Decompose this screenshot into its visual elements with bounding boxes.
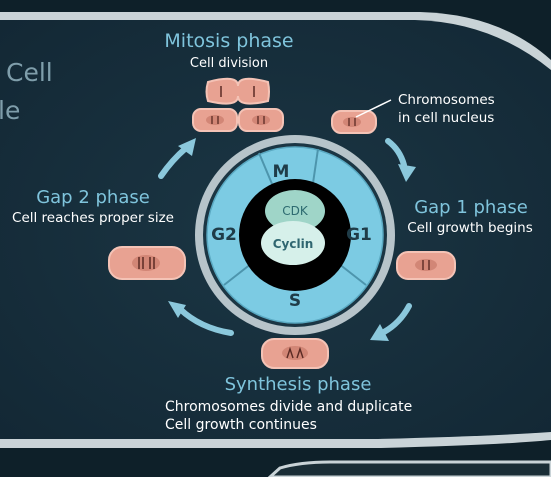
mitosis-dividing-cell — [205, 77, 270, 105]
page-title-line-1: Cell — [6, 58, 53, 87]
gap2-phase-title: Gap 2 phase — [36, 187, 150, 208]
cdk-blob — [265, 190, 325, 232]
cell-cycle-wheel: CDK Cyclin M G1 S G2 — [195, 135, 395, 335]
chromosome-note-line-2: in cell nucleus — [398, 110, 494, 126]
gap2-phase-desc: Cell reaches proper size — [12, 210, 174, 226]
synthesis-phase-desc-line-1: Chromosomes divide and duplicate — [165, 399, 412, 415]
cyclin-blob — [261, 221, 325, 265]
mitosis-phase-title: Mitosis phase — [164, 30, 293, 52]
gap1-cell — [396, 251, 456, 280]
mitosis-daughter-cells — [192, 108, 284, 132]
new-cell — [331, 110, 377, 134]
cyclin-label: Cyclin — [273, 237, 314, 251]
arrow-to-gap1 — [385, 138, 407, 168]
gap1-phase-desc: Cell growth begins — [407, 220, 533, 236]
segment-g1-label: G1 — [346, 225, 372, 245]
gap2-cell — [108, 246, 186, 280]
segment-g2-label: G2 — [211, 225, 237, 245]
arrowhead-gap1 — [398, 164, 416, 182]
synthesis-phase-desc-line-2: Cell growth continues — [165, 417, 317, 433]
arrowhead-mitosis — [178, 138, 196, 156]
arrow-to-synthesis — [381, 303, 412, 335]
synthesis-phase-title: Synthesis phase — [225, 374, 372, 395]
dividing-cell-body — [205, 77, 270, 105]
arrow-to-gap2 — [177, 306, 234, 336]
cdk-label: CDK — [282, 204, 309, 218]
mitosis-phase-desc: Cell division — [190, 56, 268, 71]
synthesis-cell — [261, 338, 329, 369]
arrowhead-gap2 — [168, 301, 186, 318]
page-title-line-2: le — [0, 96, 20, 125]
arrowhead-synthesis — [370, 324, 389, 341]
chromosome-note-line-1: Chromosomes — [398, 92, 495, 108]
gap1-phase-title: Gap 1 phase — [414, 197, 528, 218]
segment-m-label: M — [273, 162, 290, 182]
bottom-panel-edge — [267, 460, 551, 477]
chromosome-pointer-line — [355, 99, 392, 118]
segment-s-label: S — [289, 291, 301, 311]
